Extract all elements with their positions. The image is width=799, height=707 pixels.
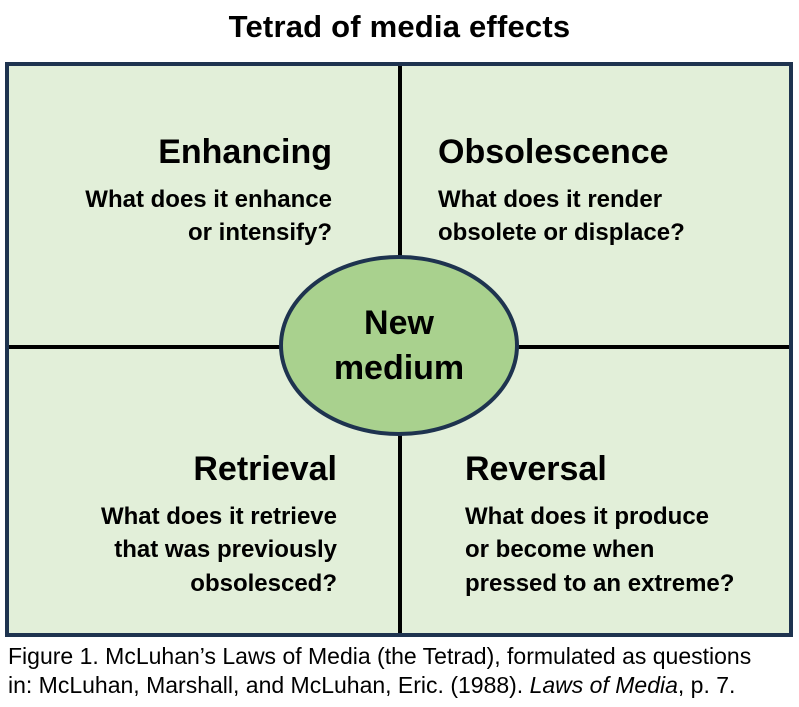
- new-medium-label: New medium: [333, 303, 465, 387]
- quadrant-obsolescence-question: What does it render obsolete or displace…: [438, 185, 685, 247]
- quadrant-obsolescence-heading: Obsolescence: [438, 133, 669, 171]
- new-medium-ellipse: New medium: [279, 255, 519, 436]
- quadrant-retrieval: Retrieval What does it retrieve that was…: [9, 449, 337, 601]
- quadrant-enhancing-heading: Enhancing: [158, 133, 332, 171]
- quadrant-reversal-question: What does it produce or become when pres…: [465, 502, 735, 597]
- diagram-title: Tetrad of media effects: [228, 9, 571, 44]
- quadrant-reversal: Reversal What does it produce or become …: [465, 449, 789, 601]
- caption-line2-pre: in: McLuhan, Marshall, and McLuhan, Eric…: [8, 671, 530, 698]
- quadrant-obsolescence: Obsolescence What does it render obsolet…: [438, 132, 783, 250]
- quadrant-enhancing-question: What does it enhance or intensify?: [85, 185, 332, 247]
- caption-line2: in: McLuhan, Marshall, and McLuhan, Eric…: [8, 671, 796, 700]
- caption-line2-post: , p. 7.: [677, 671, 736, 698]
- figure-caption: Figure 1. McLuhan’s Laws of Media (the T…: [8, 642, 796, 700]
- caption-book-title: Laws of Media: [529, 671, 678, 698]
- quadrant-enhancing: Enhancing What does it enhance or intens…: [9, 132, 332, 250]
- quadrant-retrieval-question: What does it retrieve that was previousl…: [100, 502, 337, 597]
- quadrant-reversal-heading: Reversal: [465, 450, 607, 488]
- tetrad-frame: Enhancing What does it enhance or intens…: [5, 62, 793, 637]
- caption-line1: Figure 1. McLuhan’s Laws of Media (the T…: [8, 643, 752, 669]
- quadrant-retrieval-heading: Retrieval: [193, 450, 337, 488]
